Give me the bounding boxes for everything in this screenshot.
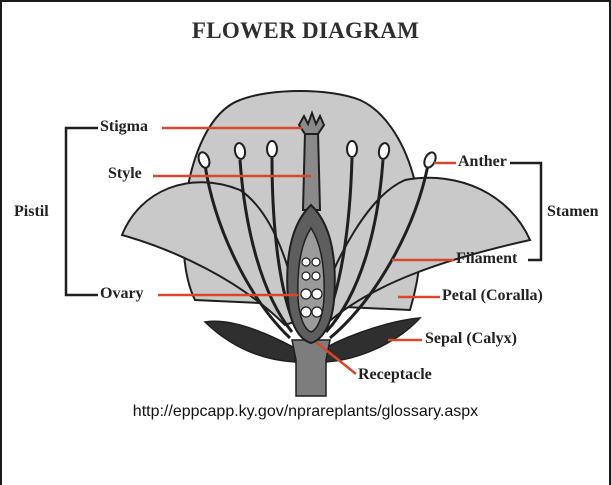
ovule: [302, 272, 310, 280]
anther-left-3: [267, 141, 277, 157]
label-petal: Petal (Coralla): [442, 287, 543, 305]
ovule: [301, 289, 311, 299]
label-stamen: Stamen: [547, 203, 599, 221]
stamen-bracket: [510, 163, 541, 260]
ovule: [312, 272, 320, 280]
ovule: [312, 307, 322, 317]
anther-right-1: [347, 141, 357, 157]
ovule: [312, 258, 320, 266]
source-url: http://eppcapp.ky.gov/nprareplants/gloss…: [0, 403, 611, 421]
pistil-bracket: [66, 128, 98, 295]
label-ovary: Ovary: [100, 285, 144, 303]
label-anther: Anther: [458, 153, 507, 171]
ovule: [301, 307, 311, 317]
label-stigma: Stigma: [100, 118, 148, 136]
anther-right-3: [422, 151, 438, 170]
label-filament: Filament: [456, 250, 517, 268]
label-pistil: Pistil: [14, 203, 49, 221]
style-tube: [303, 132, 320, 210]
label-style: Style: [108, 165, 142, 183]
label-sepal: Sepal (Calyx): [425, 330, 517, 348]
ovule: [302, 258, 310, 266]
diagram-title: FLOWER DIAGRAM: [0, 18, 611, 44]
ovule: [312, 289, 322, 299]
label-receptacle: Receptacle: [358, 366, 432, 384]
